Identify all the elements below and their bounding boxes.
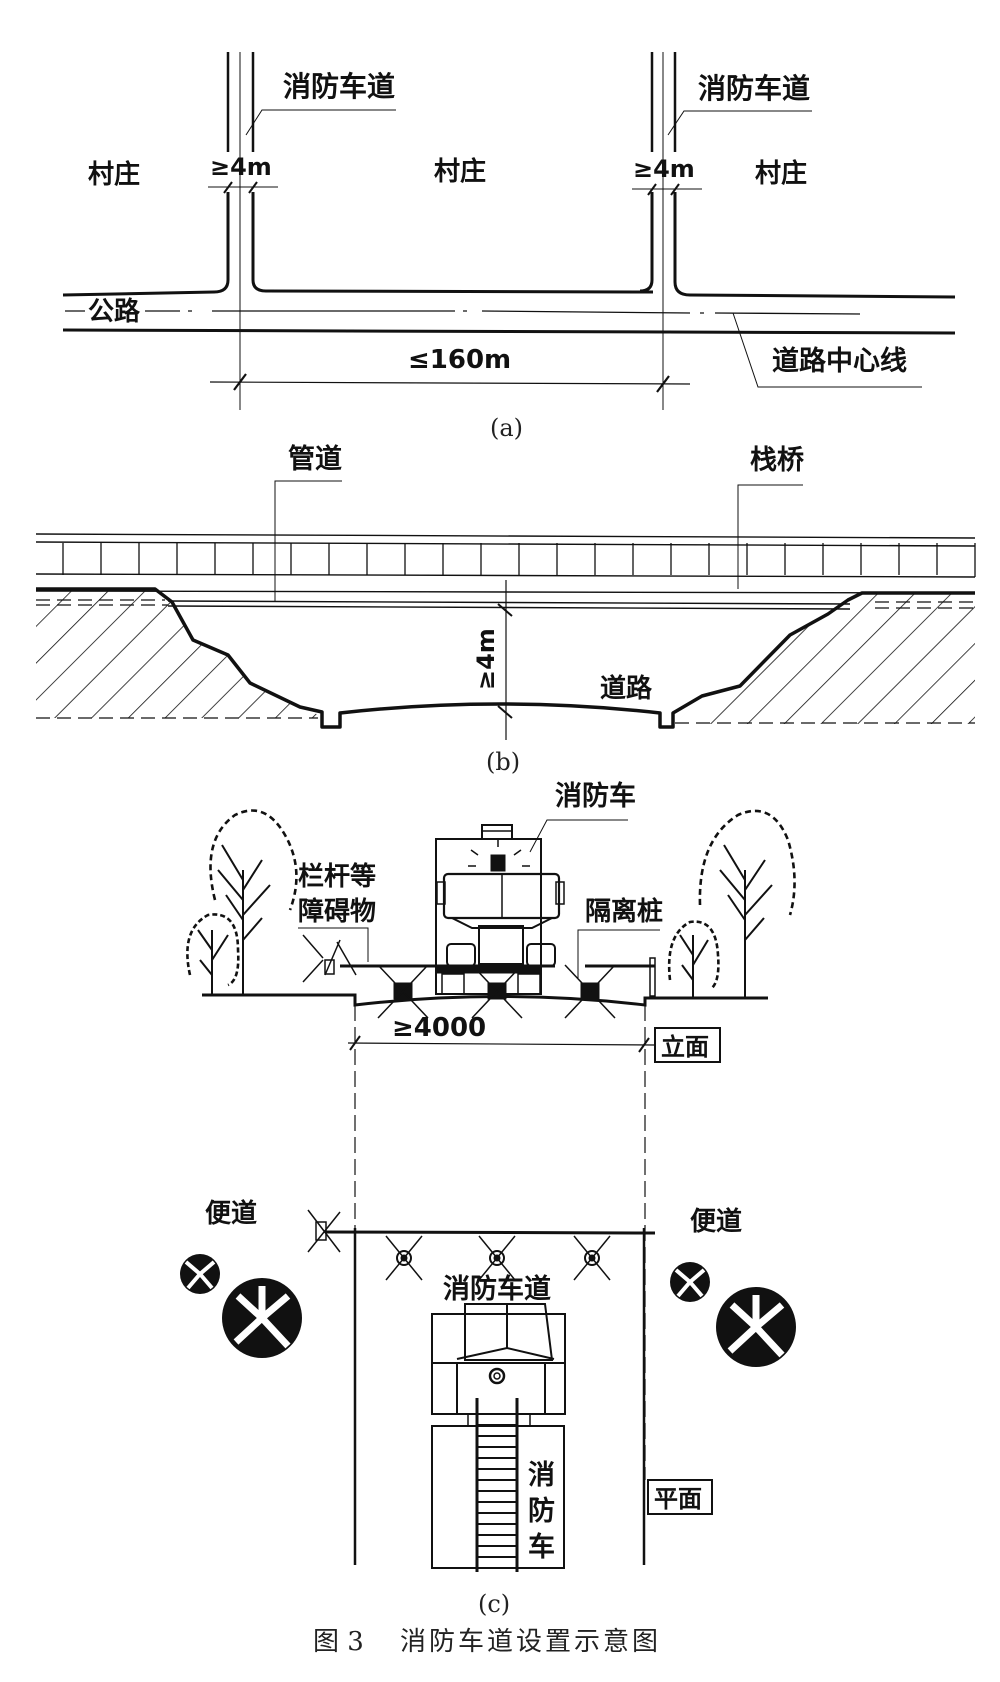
fire-lane-label-left: 消防车道 [283,70,395,103]
figure-caption-number: 图 3 [313,1627,364,1657]
fire-lane-label-right: 消防车道 [698,72,810,105]
lane-width-dimension-left [208,181,278,194]
village-label-right: 村庄 [755,158,807,189]
road-label: 道路 [600,673,653,704]
fire-lane-left-leader [245,109,396,136]
trestle-label: 栈桥 [750,445,804,476]
plan-label-box [647,1479,713,1515]
bollard-plan-icon [478,1235,516,1281]
clearance-dimension [497,580,513,740]
fire-truck-elevation-icon [435,824,565,995]
railing-post-plan [307,1209,341,1253]
panel-c-plan: 便道 便道 消防车道 消 防 车 平面 (c) [180,1198,796,1618]
highway-label: 公路 [88,296,141,327]
width-dimension-label: ≥4000 [392,1013,486,1043]
figure-caption-title: 消防车道设置示意图 [400,1627,661,1657]
embankment-right [675,594,975,724]
elevation-label-box [654,1027,721,1063]
lane-width-dimension-right [632,183,702,196]
village-label-left: 村庄 [88,159,140,190]
lane-width-label-right: ≥4m [633,155,695,183]
highway [62,310,956,335]
fire-lane-right [639,52,956,410]
bollards-plan [385,1235,611,1281]
fire-lane-plan-label: 消防车道 [443,1273,551,1305]
panel-a-sublabel: (a) [490,414,523,442]
trestle-leader [737,484,803,589]
lane-width-label-left: ≥4m [210,153,272,181]
village-label-middle: 村庄 [434,156,486,187]
clearance-label: ≥4m [472,628,500,690]
panel-b: 管道 栈桥 ≥4m 道路 (b) [35,443,976,776]
tree-plan-left-large-icon [222,1278,302,1358]
panel-a: 消防车道 消防车道 村庄 村庄 村庄 ≥4m ≥4m 公路 ≤160m 道路中心… [62,52,956,442]
fire-lane-right-leader [667,110,812,136]
embankment-left [36,590,322,718]
tree-plan-right-small-icon [670,1262,710,1302]
width-dimension [347,1005,656,1480]
fire-truck-plan-icon [431,1303,566,1572]
panel-c-sublabel: (c) [478,1590,510,1618]
tree-plan-right-large-icon [716,1287,796,1367]
centerline-label: 道路中心线 [772,345,907,377]
obstacle-leader [298,927,369,962]
tree-small-right-icon [667,920,720,998]
bollard-plan-icon [573,1235,611,1281]
truck-plan-label-3: 车 [528,1531,555,1563]
ground-dashes [36,599,975,724]
bollard-label: 隔离桩 [585,896,663,927]
bollard-plan-icon [385,1235,423,1281]
railing-plan [324,1230,656,1235]
tree-large-right-icon [698,809,796,998]
truck-plan-label-1: 消 [528,1460,555,1491]
plan-label: 平面 [654,1485,702,1513]
truck-plan-label-2: 防 [528,1496,555,1527]
tree-plan-left-small-icon [180,1254,220,1294]
pipe-label: 管道 [288,443,342,475]
fire-truck-label: 消防车 [555,780,636,812]
spacing-dimension [209,373,691,393]
elevation-label: 立面 [661,1033,709,1061]
panel-c-elevation: 消防车 栏杆等 障碍物 隔离桩 ≥4000 立面 [186,780,796,1480]
bollard-elevation-icon [564,964,616,1019]
embankment-left-outline [36,587,975,729]
trestle-bridge [35,533,976,578]
obstacle-label-line1: 栏杆等 [298,861,376,892]
panel-b-sublabel: (b) [486,748,520,776]
sidewalk-label-right: 便道 [690,1206,742,1237]
pipe-leader [274,480,342,601]
sidewalk-label-left: 便道 [205,1198,257,1229]
centerline-leader [732,312,922,388]
tree-large-left-icon [209,809,298,995]
fire-truck-leader [529,819,628,853]
fire-lane-left [62,52,654,410]
tree-small-left-icon [186,913,240,995]
obstacle-label-line2: 障碍物 [298,896,376,927]
bollard-leader [577,929,660,978]
bollard-elevation-icon [377,964,429,1019]
spacing-dimension-label: ≤160m [408,345,511,375]
